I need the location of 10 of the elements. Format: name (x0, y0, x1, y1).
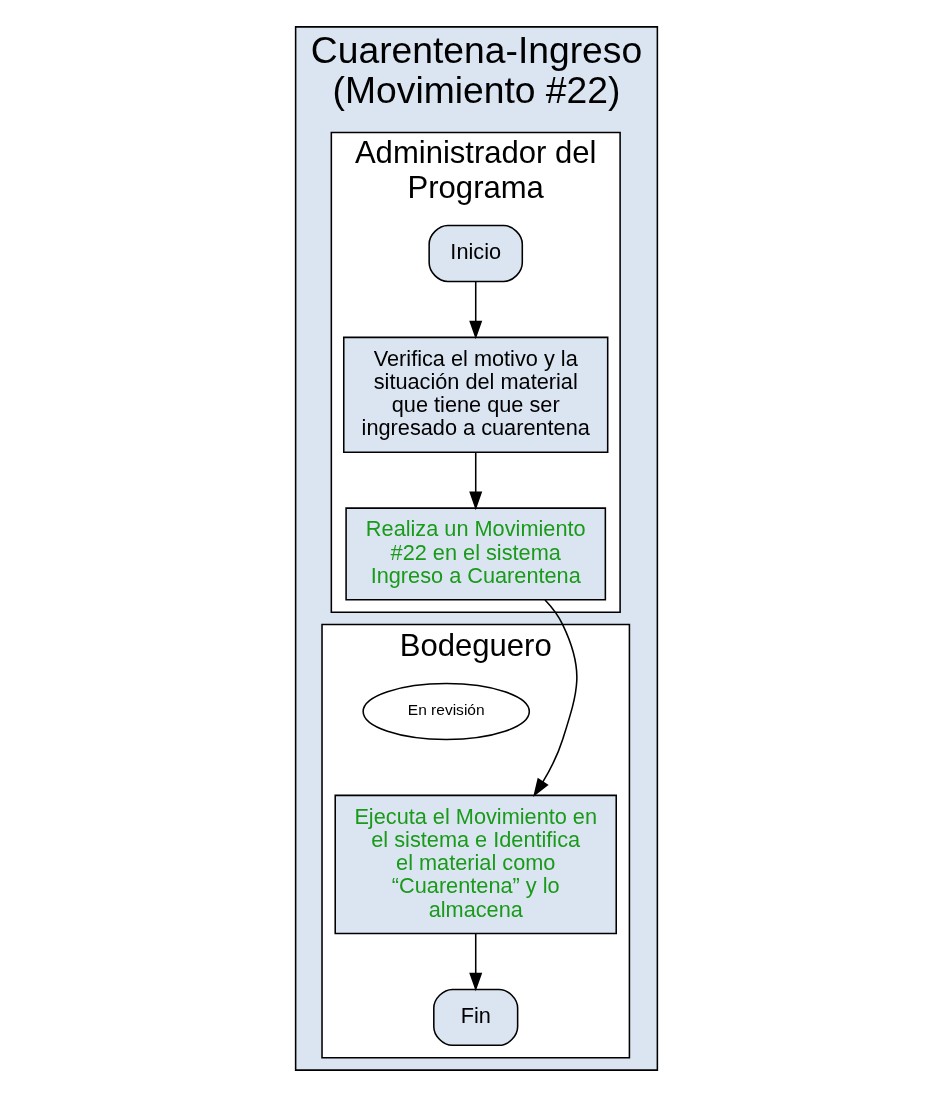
node-box: Verifica el motivo y la situación del material que tiene que ser ingresado a cuarentena (342, 336, 608, 453)
node-box: Ejecuta el Movimiento en el sistema e Identifica el material como “Cuarentena” y lo almacena (333, 794, 617, 935)
node-box: Fin (432, 988, 518, 1047)
arrow (468, 933, 482, 992)
node-box: Realiza un Movimiento #22 en el sistema Ingreso a Cuarentena (344, 507, 606, 601)
node-box: Inicio (427, 224, 523, 283)
node-ellipse: En revisión (361, 682, 530, 741)
arrow (468, 280, 482, 340)
arrow (468, 451, 482, 511)
arrow (532, 599, 578, 798)
